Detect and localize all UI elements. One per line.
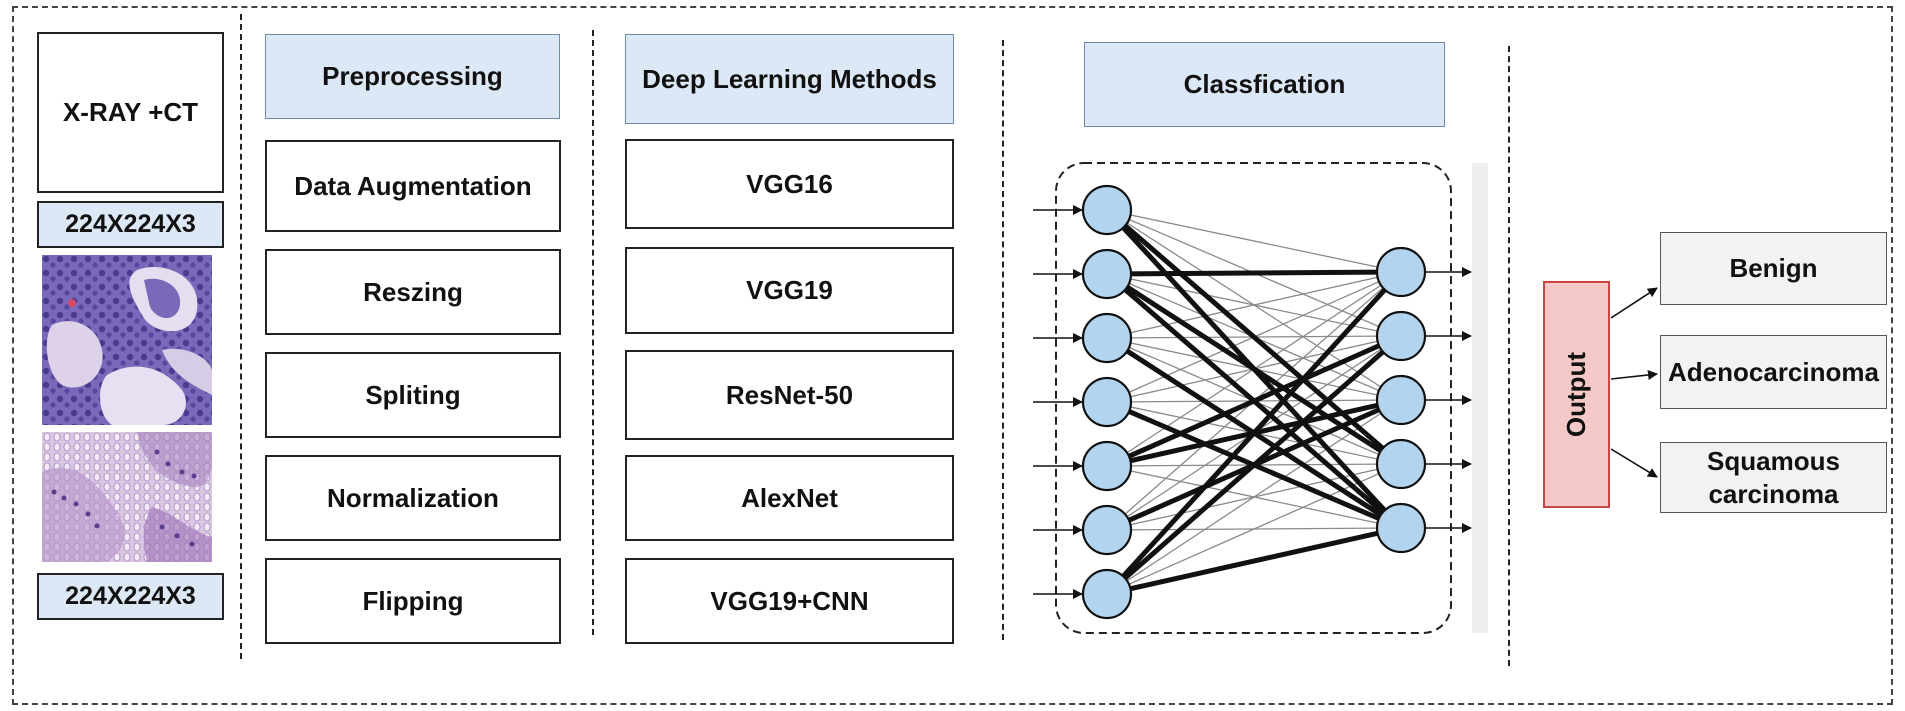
preprocessing-item-label: Flipping <box>362 585 464 616</box>
model-item-label: VGG19 <box>746 275 833 306</box>
class-arrow <box>1610 370 1658 380</box>
divider-3 <box>1002 40 1004 640</box>
network-edge-strong <box>1105 208 1403 466</box>
input-node <box>1081 312 1133 364</box>
model-item: VGG16 <box>625 139 954 229</box>
class-label: Adenocarcinoma <box>1668 356 1879 387</box>
class-arrow <box>1610 287 1658 319</box>
network-edge-strong <box>1105 333 1403 469</box>
divider-4 <box>1508 46 1510 666</box>
class-label: Squamous carcinoma <box>1707 446 1840 509</box>
class-label: Benign <box>1729 253 1818 284</box>
output-node <box>1375 310 1427 362</box>
model-item: AlexNet <box>625 455 954 541</box>
classification-header: Classfication <box>1084 42 1445 127</box>
input-node <box>1081 248 1133 300</box>
preprocessing-item-label: Normalization <box>327 482 499 513</box>
network-edge-strong <box>1106 525 1402 597</box>
input-node <box>1081 184 1133 236</box>
network-edge-strong <box>1105 270 1403 596</box>
divider-2 <box>592 30 594 635</box>
outer-frame <box>12 6 1893 705</box>
input-size-top: 224X224X3 <box>37 201 224 248</box>
input-title: X-RAY +CT <box>62 97 199 128</box>
input-size-bottom-label: 224X224X3 <box>65 581 196 610</box>
model-item-label: ResNet-50 <box>725 379 854 410</box>
input-size-top-label: 224X224X3 <box>65 209 196 238</box>
class-adenocarcinoma: Adenocarcinoma <box>1660 335 1887 409</box>
network-edge <box>1106 271 1402 339</box>
input-node <box>1081 568 1133 620</box>
class-arrow <box>1610 448 1658 478</box>
input-node <box>1081 440 1133 492</box>
preprocessing-item-label: Reszing <box>363 276 463 307</box>
input-node <box>1081 504 1133 556</box>
preprocessing-item: Flipping <box>265 558 561 644</box>
divider-1 <box>240 14 242 659</box>
preprocessing-item-label: Spliting <box>365 379 461 410</box>
model-item: ResNet-50 <box>625 350 954 440</box>
preprocessing-item: Normalization <box>265 455 561 541</box>
preprocessing-header-label: Preprocessing <box>322 61 503 92</box>
network-side-strip <box>1472 163 1488 633</box>
output-node <box>1375 374 1427 426</box>
output-node <box>1375 438 1427 490</box>
deep-learning-header-label: Deep Learning Methods <box>642 63 937 94</box>
output-node <box>1375 502 1427 554</box>
model-item-label: VGG19+CNN <box>710 585 869 616</box>
model-item-label: VGG16 <box>746 168 833 199</box>
input-size-bottom: 224X224X3 <box>37 573 224 620</box>
input-title-box: X-RAY +CT <box>37 32 224 193</box>
preprocessing-item: Data Augmentation <box>265 140 561 232</box>
preprocessing-item: Spliting <box>265 352 561 438</box>
network-edge-strong <box>1105 271 1403 467</box>
lung-tissue-image-1 <box>42 255 212 425</box>
network-container <box>1055 162 1452 634</box>
preprocessing-item-label: Data Augmentation <box>294 170 532 201</box>
output-label: Output <box>1561 351 1591 438</box>
preprocessing-item: Reszing <box>265 249 561 335</box>
preprocessing-header: Preprocessing <box>265 34 560 119</box>
input-node <box>1081 376 1133 428</box>
output-box: Output <box>1543 281 1610 508</box>
network-edge-strong <box>1106 399 1402 531</box>
class-benign: Benign <box>1660 232 1887 305</box>
model-item-label: AlexNet <box>741 482 838 513</box>
model-item: VGG19+CNN <box>625 558 954 644</box>
output-node <box>1375 246 1427 298</box>
network-edge-strong <box>1106 269 1402 277</box>
classification-header-label: Classfication <box>1183 69 1346 100</box>
network-edge <box>1106 209 1402 273</box>
lung-tissue-image-2 <box>42 432 212 562</box>
model-item: VGG19 <box>625 247 954 334</box>
class-squamous-carcinoma: Squamous carcinoma <box>1660 442 1887 513</box>
deep-learning-header: Deep Learning Methods <box>625 34 954 124</box>
